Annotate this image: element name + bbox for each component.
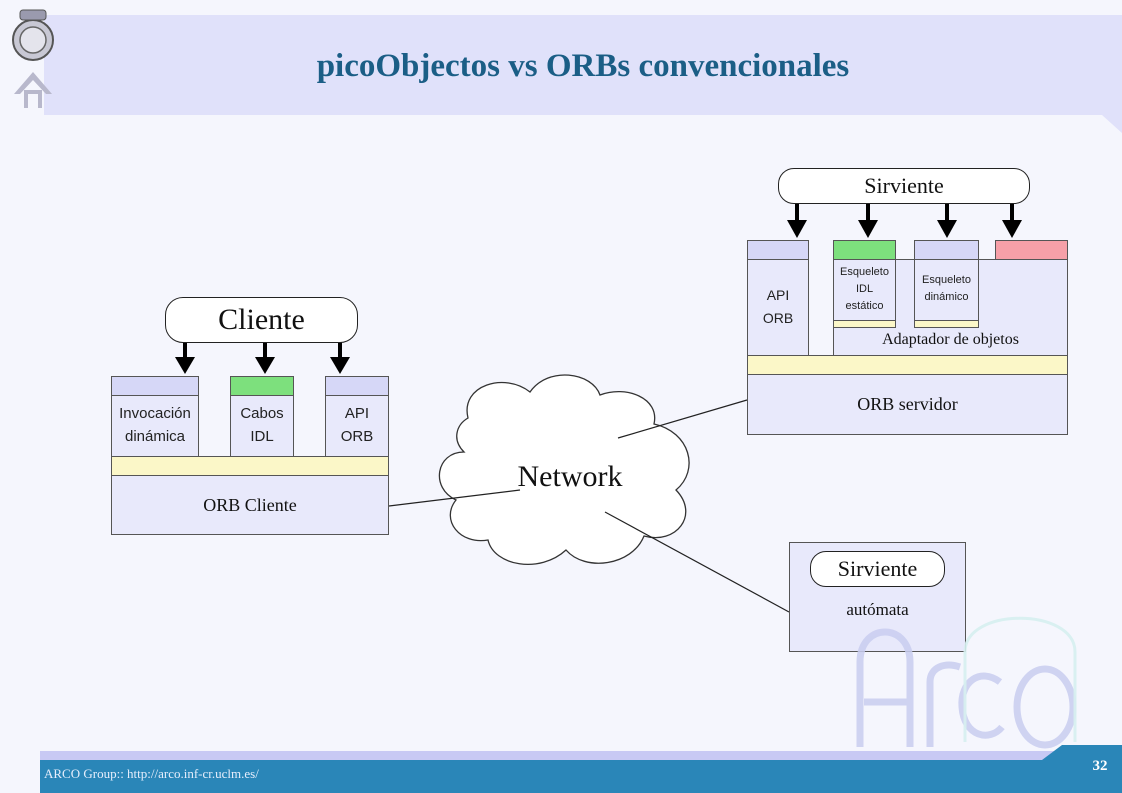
api-orb-client-box: API ORB [325, 395, 389, 457]
header-corner [1102, 115, 1122, 133]
esqueleto-dinamico-header [914, 240, 979, 260]
footer-tab [1062, 745, 1122, 793]
esqueleto-estatico-header [833, 240, 896, 260]
client-arrows [175, 342, 350, 374]
orb-cliente-box: ORB Cliente [111, 475, 389, 535]
api-client-header [325, 376, 389, 396]
esqueleto-estatico-band [833, 320, 896, 328]
arco-logo-icon [856, 616, 1077, 749]
footer-light-band [40, 751, 1122, 760]
esqueleto-dinamico-box: Esqueleto dinámico [914, 259, 979, 321]
server-band [747, 355, 1068, 375]
adaptador-header [995, 240, 1068, 260]
cliente-pill: Cliente [165, 297, 358, 343]
adaptador-label: Adaptador de objetos [882, 331, 1019, 348]
api-orb-server-box: API ORB [747, 259, 809, 356]
esqueleto-estatico-box: Esqueleto IDL estático [833, 259, 896, 321]
cabos-header [230, 376, 294, 396]
header-band [44, 15, 1122, 115]
invocacion-dinamica-box: Invocación dinámica [111, 395, 199, 457]
server-arrows [787, 204, 1022, 238]
client-band [111, 456, 389, 476]
invocacion-header [111, 376, 199, 396]
sirviente-pill: Sirviente [778, 168, 1030, 204]
page-number: 32 [1092, 758, 1108, 774]
university-emblem-icon [12, 9, 54, 108]
network-label: Network [517, 460, 623, 493]
footer-tab-corner [1042, 745, 1062, 760]
page-title: picoObjectos vs ORBs convencionales [316, 48, 850, 84]
automata-sirviente-pill: Sirviente [810, 551, 945, 587]
esqueleto-dinamico-band [914, 320, 979, 328]
api-server-header [747, 240, 809, 260]
footer-bar [40, 760, 1122, 793]
cabos-idl-box: Cabos IDL [230, 395, 294, 457]
automata-label: autómata [846, 600, 909, 619]
footer-group-link[interactable]: ARCO Group:: http://arco.inf-cr.uclm.es/ [44, 766, 259, 781]
orb-servidor-box: ORB servidor [747, 374, 1068, 435]
